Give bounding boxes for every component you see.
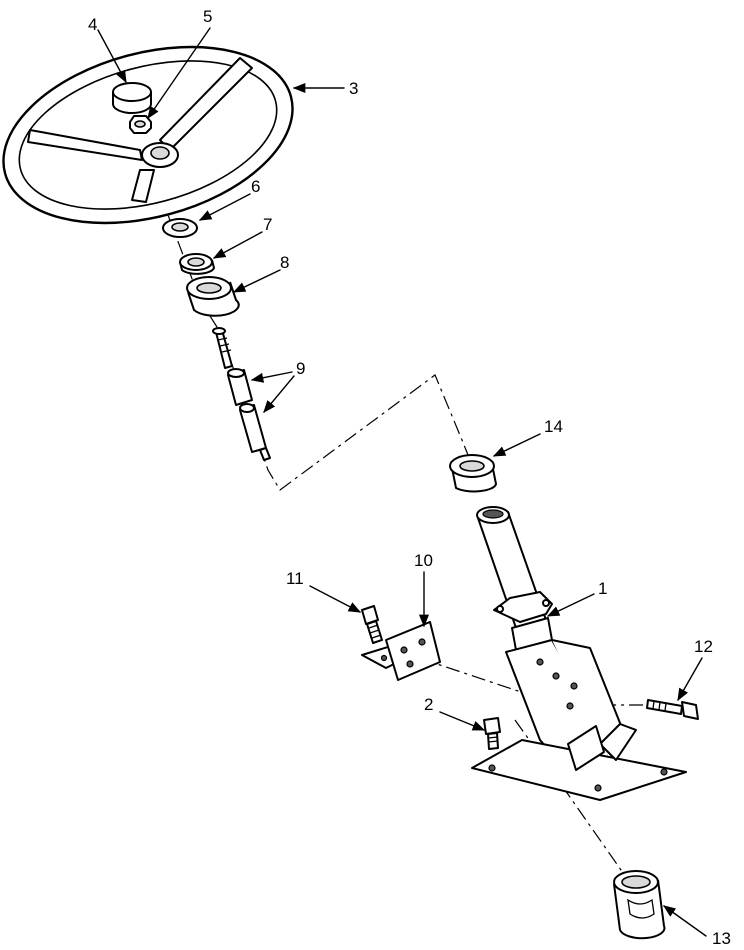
callout-12: 12 (694, 637, 713, 656)
upper-bushing (449, 454, 497, 493)
callout-8: 8 (280, 253, 289, 272)
callout-4: 4 (88, 15, 97, 34)
callout-6: 6 (251, 177, 260, 196)
steering-wheel (2, 45, 294, 225)
callout-2: 2 (424, 695, 433, 714)
hex-nut (129, 115, 152, 134)
steering-shaft (212, 327, 271, 461)
leader-arrows (97, 27, 707, 937)
callout-10: 10 (414, 551, 433, 570)
lower-sleeve (613, 870, 666, 940)
retaining-ring (179, 253, 215, 275)
horn-cap (112, 82, 152, 114)
mounting-bracket (361, 621, 441, 681)
callout-labels: 4 5 3 6 7 8 9 14 10 11 1 12 2 13 (88, 7, 731, 948)
callout-14: 14 (544, 417, 563, 436)
callout-1: 1 (598, 579, 607, 598)
callout-3: 3 (349, 79, 358, 98)
callout-13: 13 (712, 929, 731, 948)
steering-column (471, 506, 687, 801)
callout-11: 11 (286, 569, 304, 588)
bolt-2 (483, 717, 501, 750)
washer (162, 218, 198, 238)
callout-7: 7 (263, 215, 272, 234)
bolt-11 (361, 605, 383, 644)
bearing (186, 276, 240, 317)
callout-9: 9 (296, 359, 305, 378)
bolt-12 (646, 699, 699, 720)
callout-5: 5 (203, 7, 212, 26)
